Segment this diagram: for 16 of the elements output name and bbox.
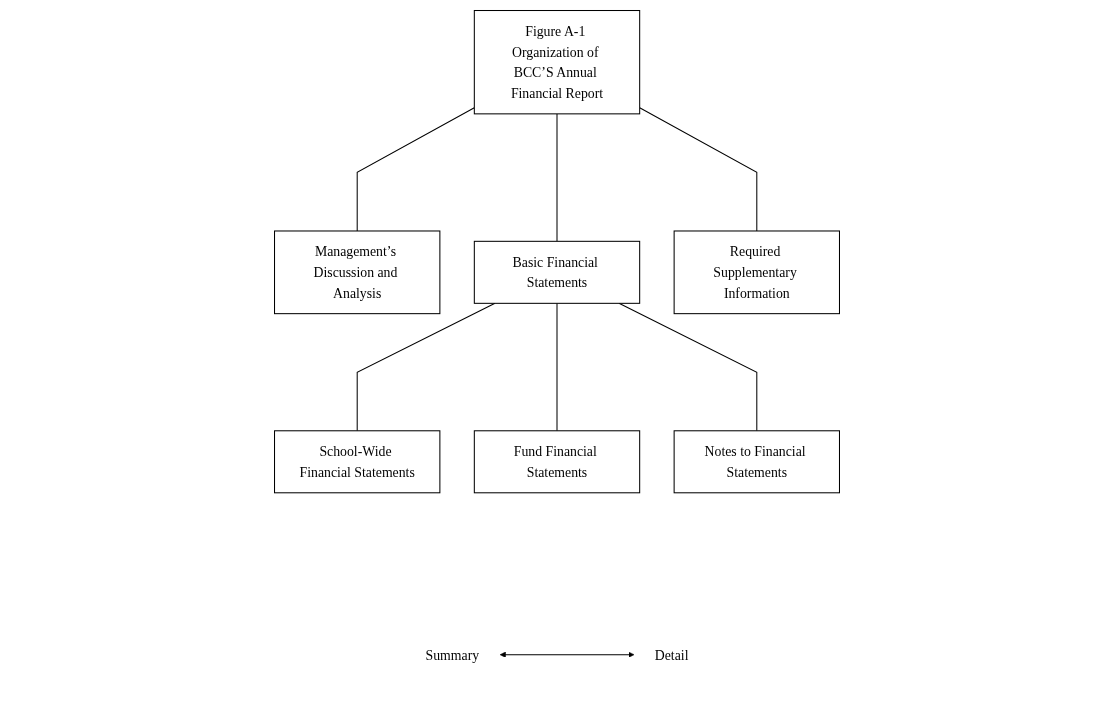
node-text: Summary (425, 647, 480, 663)
connector (618, 302, 758, 432)
node-box: Fund Financial Statements (473, 430, 641, 494)
node-box: Management’s Discussion and Analysis (274, 230, 441, 315)
arrow (499, 651, 635, 658)
node-box: Basic Financial Statements (473, 240, 641, 304)
node-box: Required Supplementary Information (673, 230, 840, 315)
connector (356, 107, 475, 232)
node-box: Figure A-1 Organization of BCC’S Annual Financial Report (473, 10, 641, 115)
node-box: Notes to Financial Statements (673, 430, 840, 494)
node-text: Detail (654, 647, 689, 663)
connector (356, 302, 496, 432)
node-box: School-Wide Financial Statements (274, 430, 441, 494)
connector (556, 302, 558, 432)
connector (639, 107, 758, 232)
connector (556, 113, 558, 242)
